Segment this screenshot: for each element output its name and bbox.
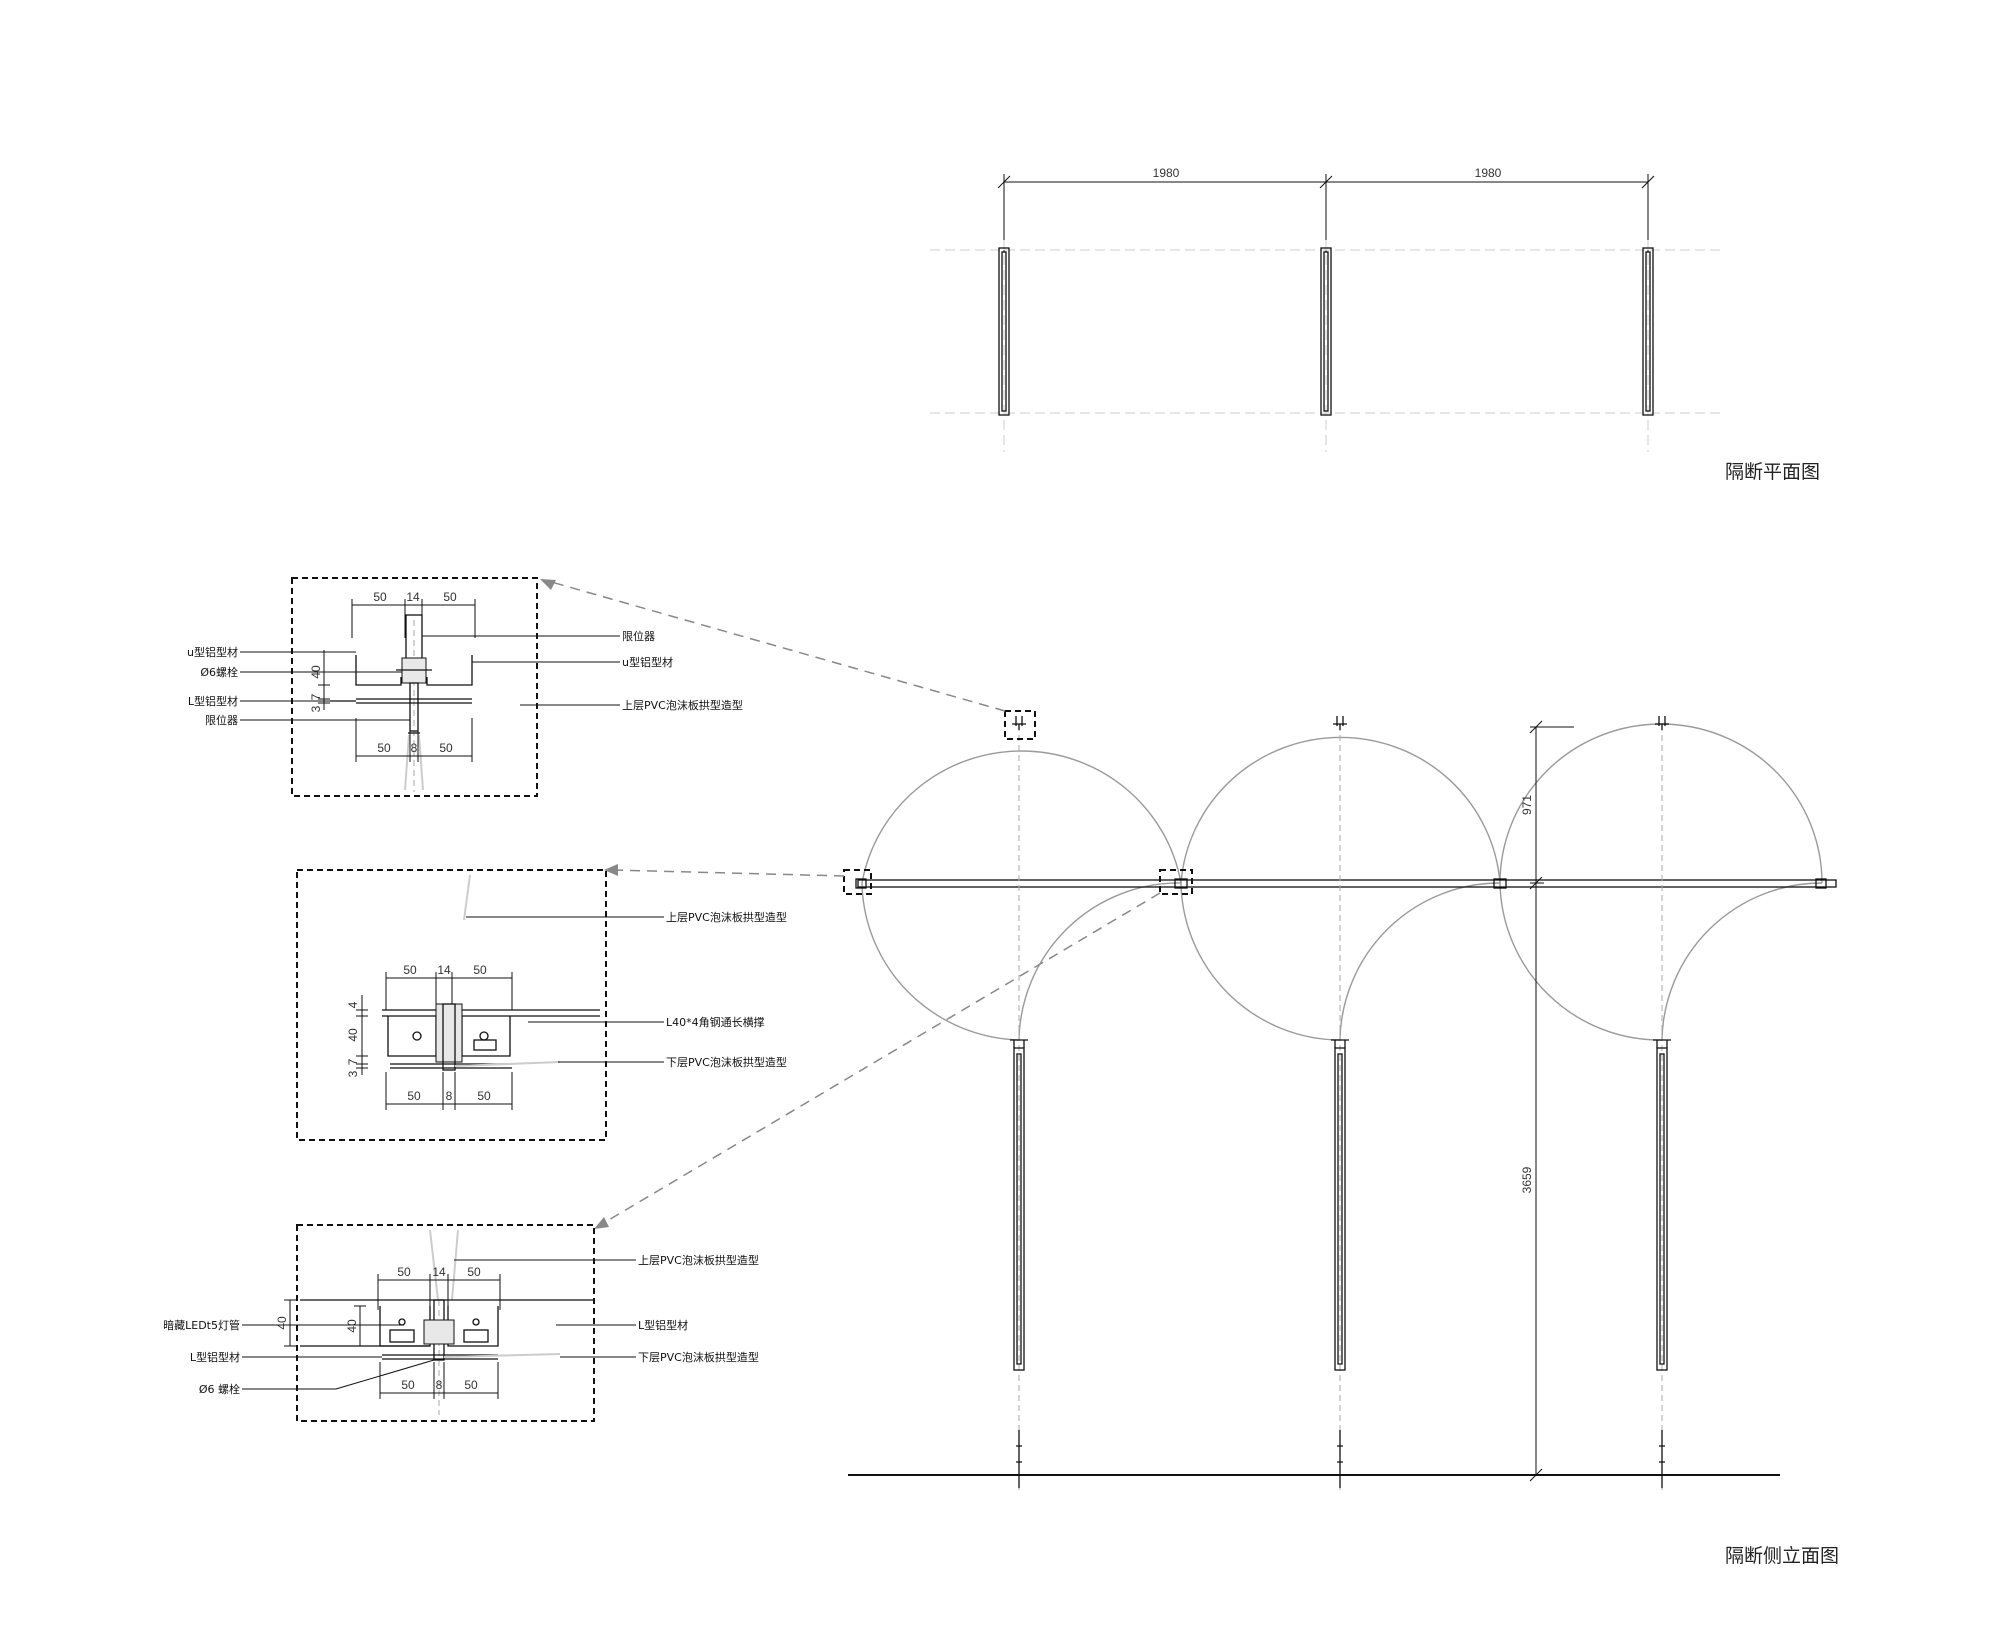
detail-leaders xyxy=(540,579,1161,1229)
db-dim-50d: 50 xyxy=(464,1378,478,1392)
dt-label-u-profile-right: u型铝型材 xyxy=(622,655,673,669)
db-dim-40a: 40 xyxy=(275,1316,289,1330)
plan-view: 1980 1980 隔断平面图 xyxy=(930,166,1820,483)
dm-dim-50b: 50 xyxy=(473,963,487,977)
dm-label-angle-brace: L40*4角钢通长横撑 xyxy=(666,1015,765,1029)
db-dim-50c: 50 xyxy=(401,1378,415,1392)
dt-dim-50d: 50 xyxy=(439,741,453,755)
dt-dim-7: 7 xyxy=(309,693,323,700)
elev-dim-arch-height: 971 xyxy=(1520,795,1534,815)
plan-title: 隔断平面图 xyxy=(1725,461,1820,483)
db-label-upper-pvc: 上层PVC泡沫板拱型造型 xyxy=(638,1253,759,1267)
detail-top-joint: 50 14 50 40 3 7 50 8 xyxy=(187,577,743,797)
dt-label-stopper-left: 限位器 xyxy=(205,713,238,727)
detail-mid-joint: 50 14 50 4 40 3 7 50 8 5 xyxy=(296,869,787,1141)
dm-dim-50c: 50 xyxy=(407,1089,421,1103)
dt-dim-50b: 50 xyxy=(443,590,457,604)
elev-dim-total-height: 3659 xyxy=(1520,1166,1534,1193)
dt-label-bolt: Ø6螺栓 xyxy=(200,665,238,679)
detail-bottom-joint: 50 14 50 40 40 50 8 50 xyxy=(163,1224,759,1422)
db-dim-14: 14 xyxy=(432,1265,446,1279)
db-label-l-profile-right: L型铝型材 xyxy=(638,1318,688,1332)
dt-dim-3: 3 xyxy=(309,705,323,712)
elevation-view: 971 3659 隔断侧立面图 xyxy=(843,710,1839,1567)
db-dim-8: 8 xyxy=(436,1378,443,1392)
db-dim-50b: 50 xyxy=(467,1265,481,1279)
dm-dim-50d: 50 xyxy=(477,1089,491,1103)
elevation-title: 隔断侧立面图 xyxy=(1725,1545,1839,1567)
dm-dim-14: 14 xyxy=(437,963,451,977)
db-label-lower-pvc: 下层PVC泡沫板拱型造型 xyxy=(638,1350,759,1364)
dm-dim-50a: 50 xyxy=(403,963,417,977)
dm-dim-8: 8 xyxy=(446,1089,453,1103)
dt-dim-50a: 50 xyxy=(373,590,387,604)
dt-dim-8: 8 xyxy=(411,741,418,755)
db-dim-50a: 50 xyxy=(397,1265,411,1279)
dt-label-l-profile: L型铝型材 xyxy=(188,694,238,708)
dt-label-stopper-right: 限位器 xyxy=(622,629,655,643)
dm-label-lower-pvc: 下层PVC泡沫板拱型造型 xyxy=(666,1055,787,1069)
db-dim-40b: 40 xyxy=(345,1319,359,1333)
db-label-l-profile-left: L型铝型材 xyxy=(190,1350,240,1364)
dm-dim-7: 7 xyxy=(346,1058,360,1065)
dm-label-upper-pvc: 上层PVC泡沫板拱型造型 xyxy=(666,910,787,924)
dt-label-u-profile-left: u型铝型材 xyxy=(187,645,238,659)
dt-label-upper-pvc: 上层PVC泡沫板拱型造型 xyxy=(622,698,743,712)
dm-dim-40: 40 xyxy=(346,1028,360,1042)
dm-dim-3: 3 xyxy=(346,1070,360,1077)
plan-dim-1: 1980 xyxy=(1153,166,1180,180)
db-label-bolt: Ø6 螺栓 xyxy=(199,1382,240,1396)
dt-dim-50c: 50 xyxy=(377,741,391,755)
dm-dim-4: 4 xyxy=(346,1001,360,1008)
plan-dim-2: 1980 xyxy=(1475,166,1502,180)
db-label-led-tube: 暗藏LEDt5灯管 xyxy=(163,1318,240,1332)
dt-dim-14: 14 xyxy=(406,590,420,604)
